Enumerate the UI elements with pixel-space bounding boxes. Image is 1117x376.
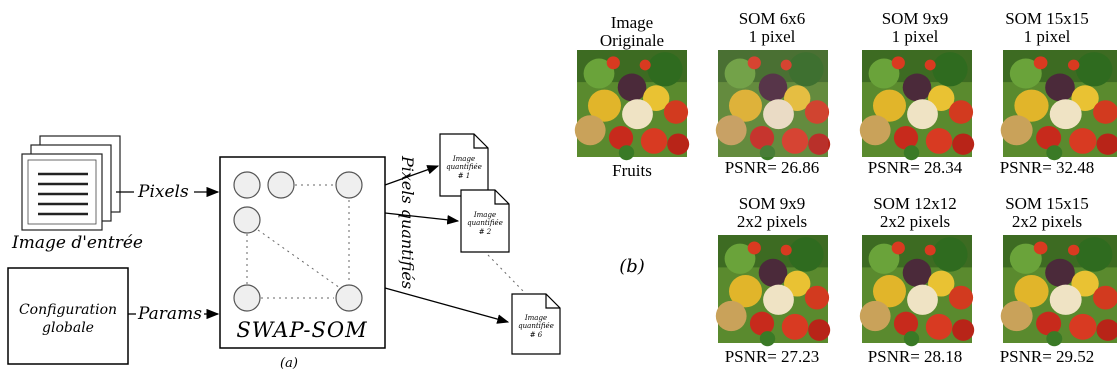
quantized-doc-1-icon	[439, 133, 489, 197]
original-caption-line1: Image	[610, 13, 654, 32]
output-arrow-6	[384, 287, 510, 324]
result-image-row2-3	[1000, 235, 1117, 347]
row1-caption-1: SOM 6x6 1 pixel	[702, 10, 842, 46]
panel-a-letter: (a)	[280, 356, 298, 371]
row1-caption-2-line2: 1 pixel	[891, 27, 939, 46]
som-neuron	[233, 284, 261, 312]
row1-caption-3-line2: 1 pixel	[1023, 27, 1071, 46]
quantized-pixels-label: Pixels quantifiés	[398, 155, 417, 289]
panel-b-letter: (b)	[619, 256, 645, 277]
row1-caption-1-line1: SOM 6x6	[738, 9, 806, 28]
doc-6-line2: quantifiée	[518, 322, 554, 330]
quantized-doc-6-icon	[511, 293, 561, 355]
row2-caption-3-line2: 2x2 pixels	[1011, 212, 1083, 231]
som-neuron	[335, 171, 363, 199]
doc-2-line2: quantifiée	[467, 219, 503, 227]
original-name: Fruits	[612, 161, 652, 180]
quantized-doc-2-icon	[460, 189, 510, 253]
som-grid-links	[246, 184, 350, 299]
original-image	[574, 50, 690, 161]
row2-psnr-2: PSNR= 28.18	[867, 347, 963, 366]
som-neuron	[335, 284, 363, 312]
som-neurons	[233, 171, 363, 312]
output-arrow-1	[384, 165, 440, 186]
row2-psnr-1: PSNR= 27.23	[724, 347, 820, 366]
row1-psnr-3: PSNR= 32.48	[999, 158, 1095, 177]
input-image-stack-icon	[21, 135, 121, 231]
row2-caption-1-line1: SOM 9x9	[738, 194, 806, 213]
result-image-row1-3	[1000, 50, 1117, 161]
output-arrow-2	[384, 212, 460, 225]
original-caption-line2: Originale	[599, 31, 665, 50]
doc-2-line1: Image	[473, 211, 496, 219]
som-neuron	[233, 206, 261, 234]
som-label: SWAP-SOM	[236, 318, 367, 342]
row2-caption-1-line2: 2x2 pixels	[736, 212, 808, 231]
row1-caption-2-line1: SOM 9x9	[881, 9, 949, 28]
row1-psnr-1: PSNR= 26.86	[724, 158, 820, 177]
row2-caption-3-line1: SOM 15x15	[1005, 194, 1089, 213]
params-label: Params	[137, 304, 202, 324]
row2-caption-3: SOM 15x15 2x2 pixels	[977, 195, 1117, 231]
result-image-row1-2	[859, 50, 975, 161]
row2-caption-1: SOM 9x9 2x2 pixels	[702, 195, 842, 231]
row1-caption-1-line2: 1 pixel	[748, 27, 796, 46]
row2-caption-2: SOM 12x12 2x2 pixels	[845, 195, 985, 231]
doc-1-num: # 1	[458, 172, 471, 180]
output-dotted-link	[487, 254, 525, 293]
row1-psnr-2: PSNR= 28.34	[867, 158, 963, 177]
original-caption: Image Originale	[562, 14, 702, 50]
doc-1-line2: quantifiée	[446, 163, 482, 171]
pixels-label: Pixels	[137, 182, 189, 202]
row1-caption-2: SOM 9x9 1 pixel	[845, 10, 985, 46]
doc-6-line1: Image	[524, 314, 547, 322]
doc-6-num: # 6	[530, 331, 543, 339]
row2-caption-2-line2: 2x2 pixels	[879, 212, 951, 231]
config-label-line1: Configuration	[19, 302, 117, 318]
som-neuron	[233, 171, 261, 199]
config-label-line2: globale	[42, 320, 94, 336]
doc-2-num: # 2	[479, 228, 492, 236]
row2-caption-2-line1: SOM 12x12	[873, 194, 957, 213]
input-image-label: Image d'entrée	[11, 233, 143, 253]
row1-caption-3-line1: SOM 15x15	[1005, 9, 1089, 28]
som-neuron	[267, 171, 295, 199]
result-image-row1-1	[715, 50, 831, 161]
result-image-row2-1	[715, 235, 831, 347]
doc-1-line1: Image	[452, 155, 475, 163]
row1-caption-3: SOM 15x15 1 pixel	[977, 10, 1117, 46]
config-box	[7, 267, 129, 365]
result-image-row2-2	[859, 235, 975, 347]
row2-psnr-3: PSNR= 29.52	[999, 347, 1095, 366]
